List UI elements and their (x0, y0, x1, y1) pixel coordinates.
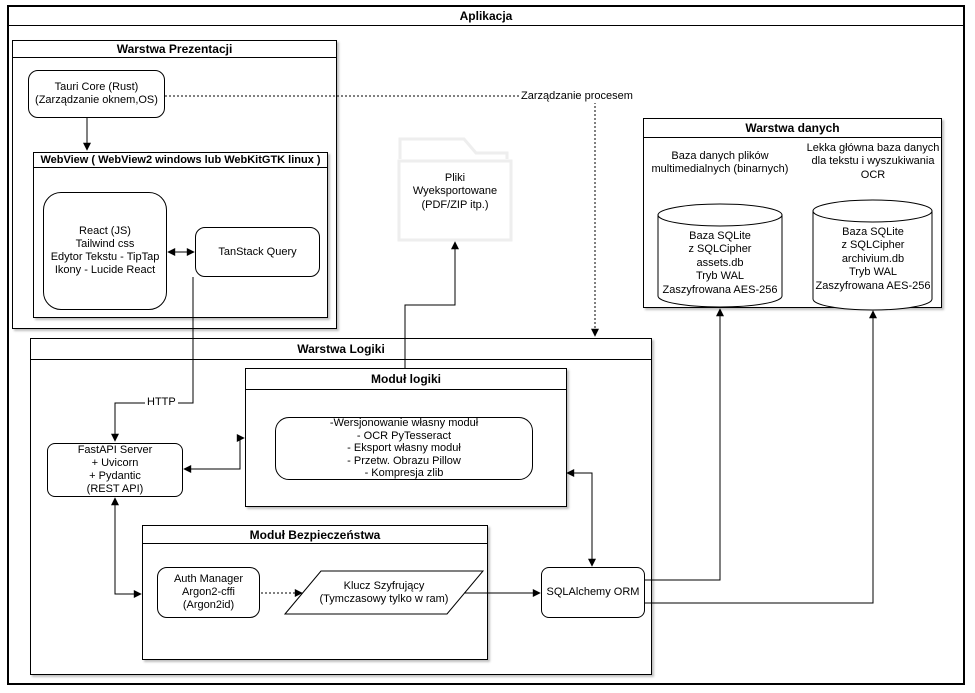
sqlalchemy-orm-node: SQLAlchemy ORM (541, 567, 645, 618)
fastapi-label: FastAPI Server + Uvicorn + Pydantic (RES… (77, 444, 153, 495)
logic-layer-title: Warstwa Logiki (31, 339, 651, 360)
text-db-label: Baza SQLite z SQLCipher archivium.db Try… (815, 226, 931, 292)
frontend-stack-node: React (JS) Tailwind css Edytor Tekstu - … (43, 192, 167, 310)
tauri-core-node: Tauri Core (Rust) (Zarządzanie oknem,OS) (28, 70, 165, 118)
process-management-edge-label: Zarządzanie procesem (519, 90, 635, 103)
media-db-label: Baza SQLite z SQLCipher assets.db Tryb W… (662, 230, 778, 296)
auth-manager-label: Auth Manager Argon2-cffi (Argon2id) (173, 573, 244, 611)
tanstack-query-label: TanStack Query (218, 245, 297, 258)
text-db-caption: Lekka główna baza danych dla tekstu i wy… (806, 142, 940, 181)
logic-capabilities-label: -Wersjonowanie własny moduł - OCR PyTess… (329, 417, 479, 480)
presentation-layer-title: Warstwa Prezentacji (13, 41, 336, 58)
frontend-stack-label: React (JS) Tailwind css Edytor Tekstu - … (50, 225, 160, 276)
security-module-title: Moduł Bezpieczeństwa (143, 526, 487, 544)
tauri-core-label: Tauri Core (Rust) (Zarządzanie oknem,OS) (35, 81, 158, 106)
logic-capabilities-node: -Wersjonowanie własny moduł - OCR PyTess… (275, 417, 533, 480)
encryption-key-label: Klucz Szyfrujący (Tymczasowy tylko w ram… (319, 580, 449, 606)
tanstack-query-node: TanStack Query (195, 227, 320, 277)
webview-title: WebView ( WebView2 windows lub WebKitGTK… (34, 153, 327, 168)
exported-files-label: Pliki Wyeksportowane (PDF/ZIP itp.) (412, 172, 498, 211)
data-layer-title: Warstwa danych (644, 119, 941, 138)
media-db-caption: Baza danych plików multimedialnych (bina… (651, 150, 789, 176)
application-title: Aplikacja (9, 7, 963, 26)
auth-manager-node: Auth Manager Argon2-cffi (Argon2id) (157, 567, 260, 618)
sqlalchemy-orm-label: SQLAlchemy ORM (546, 586, 640, 599)
logic-module-title: Moduł logiki (246, 369, 566, 390)
fastapi-node: FastAPI Server + Uvicorn + Pydantic (RES… (47, 443, 183, 497)
http-edge-label: HTTP (145, 396, 178, 409)
